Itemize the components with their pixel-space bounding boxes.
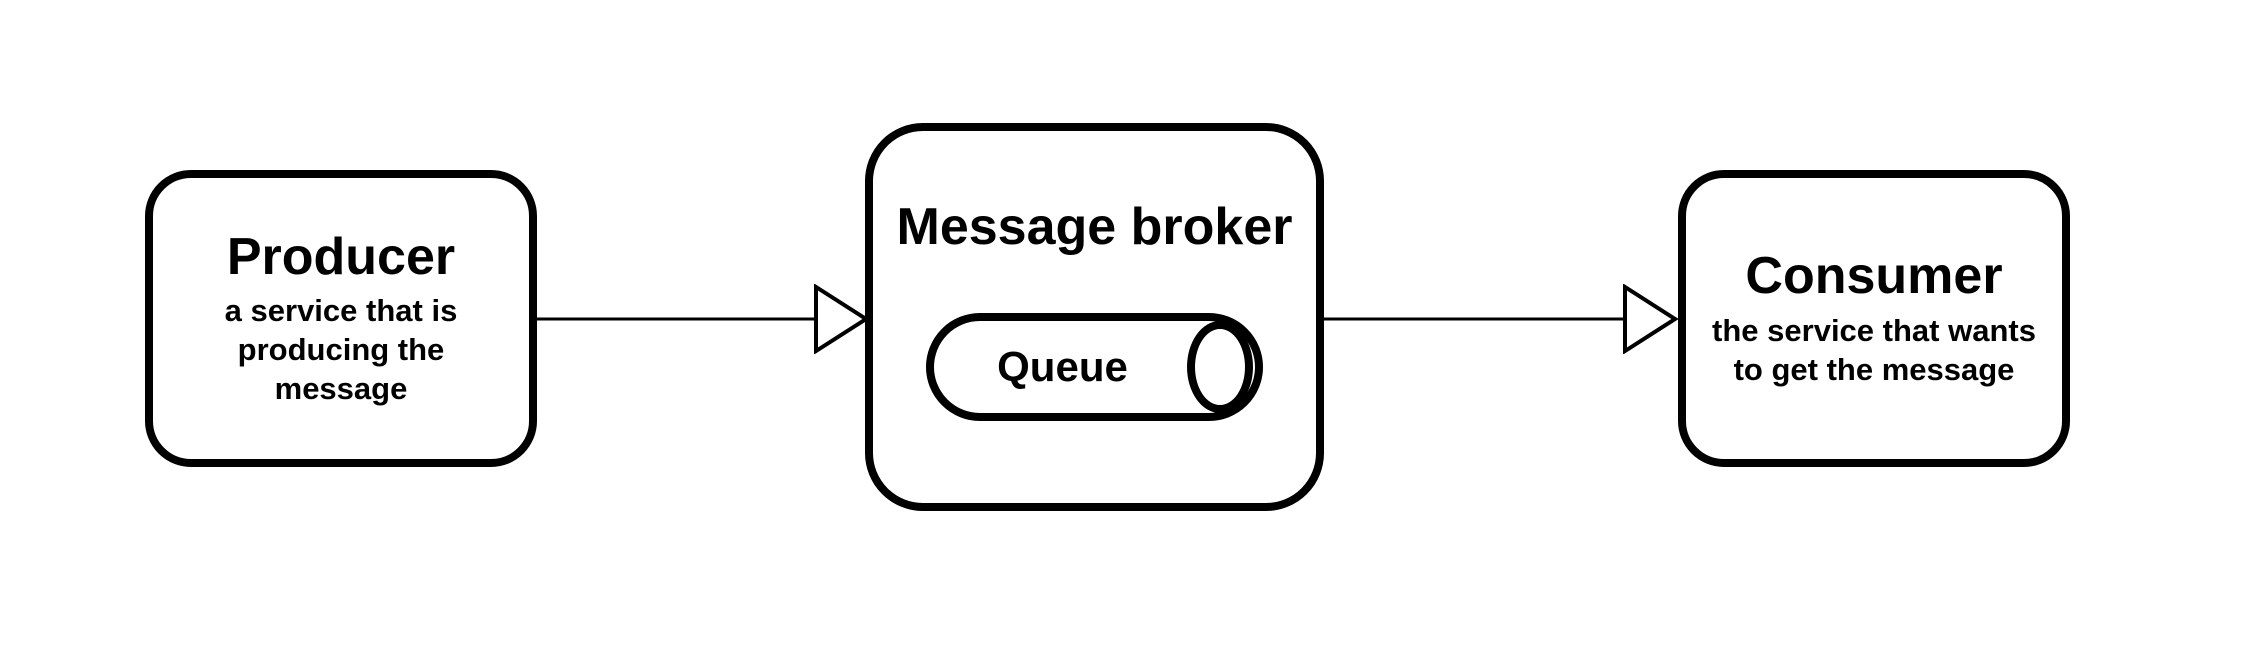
arrow-producer-to-broker bbox=[537, 284, 869, 354]
queue-label: Queue bbox=[997, 343, 1128, 391]
cylinder-cap-icon bbox=[1187, 321, 1253, 414]
consumer-node: Consumer the service that wants to get t… bbox=[1678, 170, 2070, 467]
producer-subtitle: a service that is producing the message bbox=[224, 293, 458, 407]
queue-cylinder: Queue bbox=[926, 313, 1263, 422]
producer-title: Producer bbox=[226, 227, 456, 286]
consumer-title: Consumer bbox=[1745, 247, 2003, 306]
producer-node: Producer a service that is producing the… bbox=[145, 170, 537, 467]
open-triangle-arrowhead-icon bbox=[814, 284, 869, 354]
broker-title: Message broker bbox=[896, 198, 1293, 256]
consumer-subtitle: the service that wants to get the messag… bbox=[1712, 312, 2036, 387]
arrow-broker-to-consumer bbox=[1324, 284, 1678, 354]
open-triangle-arrowhead-icon bbox=[1623, 284, 1678, 354]
message-broker-node: Message broker Queue bbox=[865, 123, 1324, 511]
